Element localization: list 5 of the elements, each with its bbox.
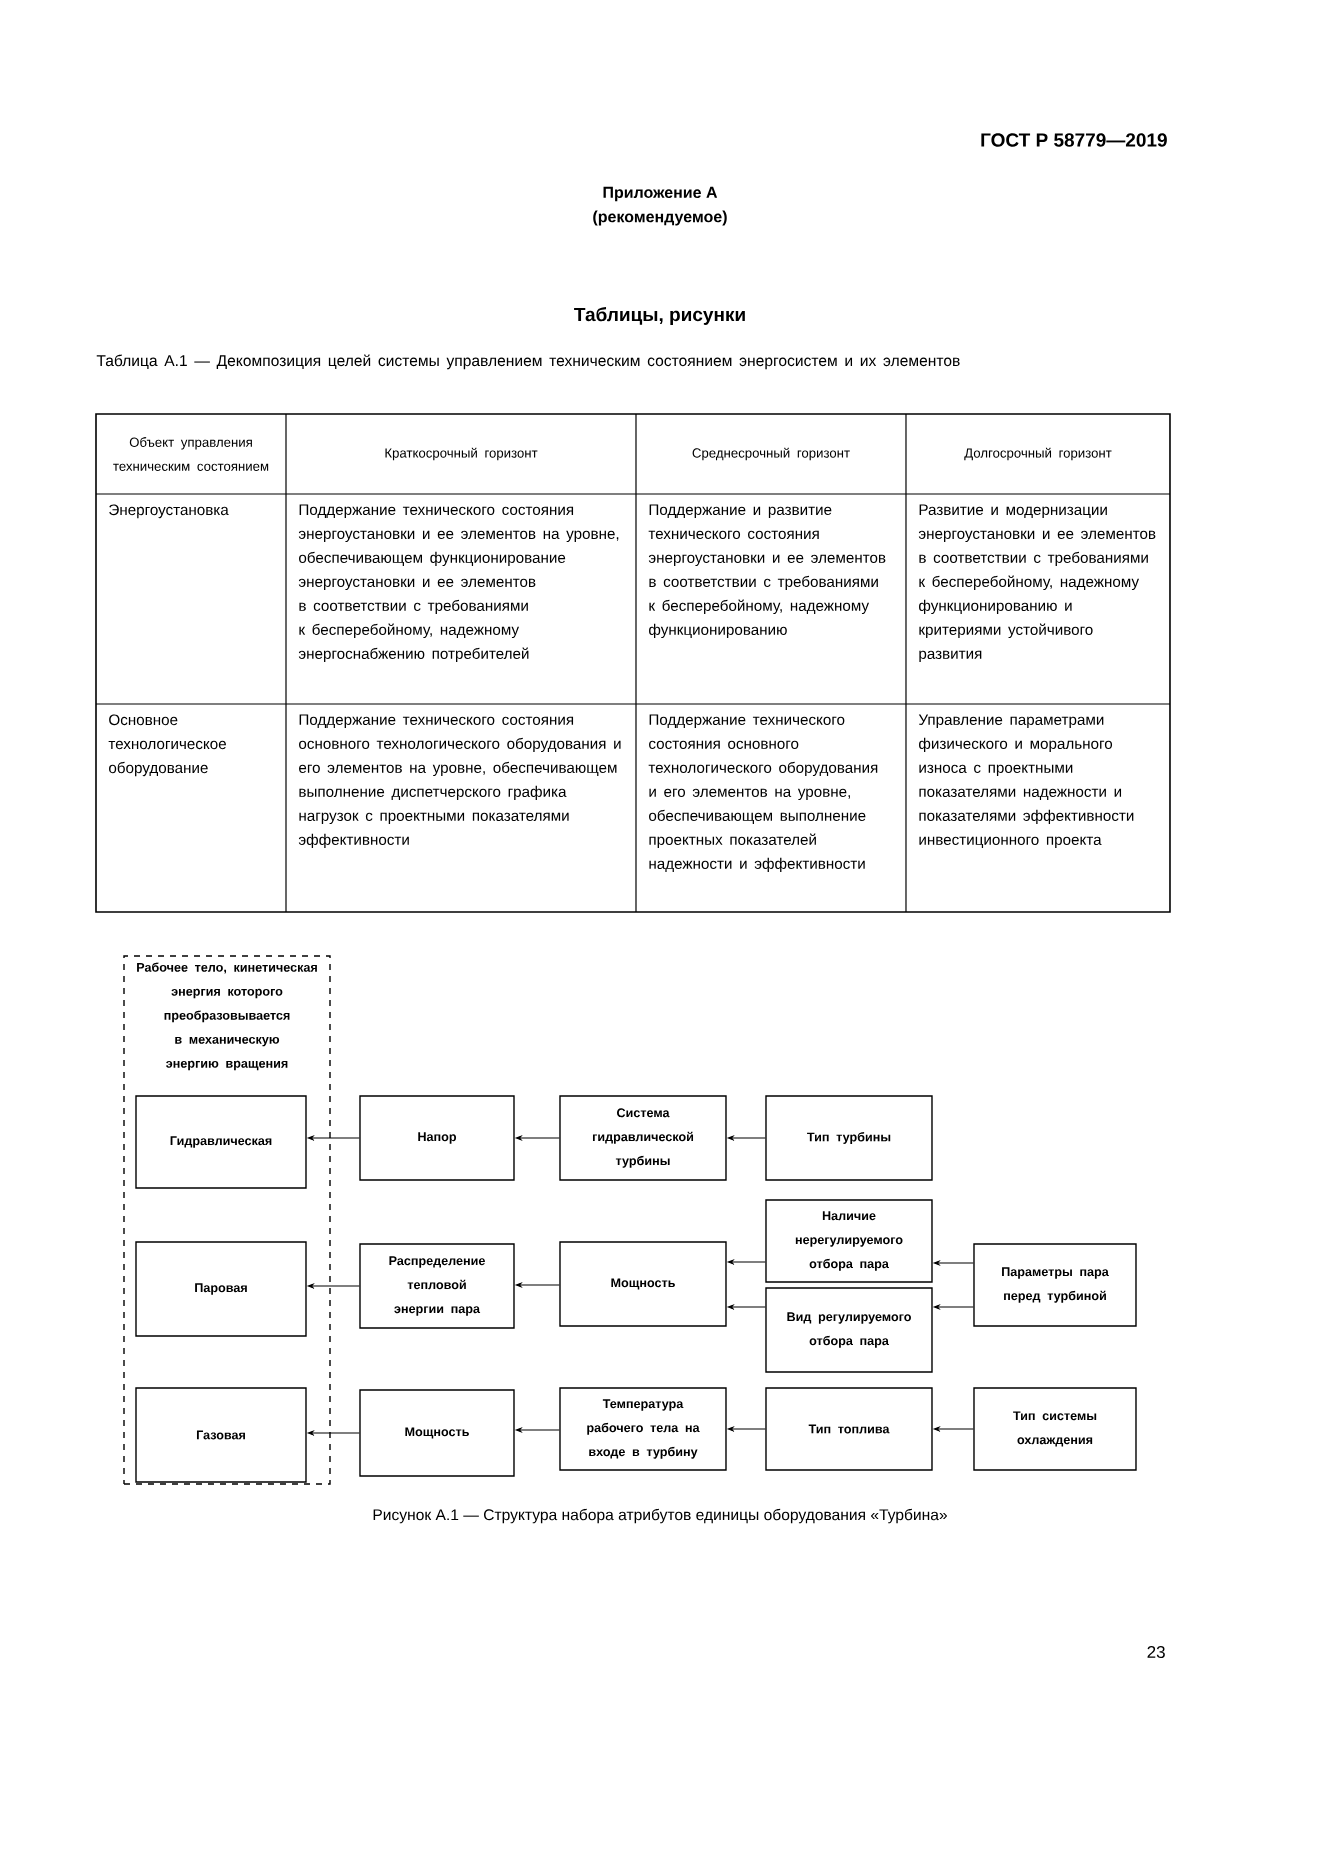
page-number: 23 bbox=[1147, 1646, 1165, 1658]
section-title: Таблицы, рисунки bbox=[574, 307, 745, 325]
appendix-title: Приложение А bbox=[603, 186, 718, 202]
page-header: ГОСТ Р 58779—2019 bbox=[981, 133, 1167, 147]
appendix-subtitle: (рекомендуемое) bbox=[593, 210, 727, 226]
